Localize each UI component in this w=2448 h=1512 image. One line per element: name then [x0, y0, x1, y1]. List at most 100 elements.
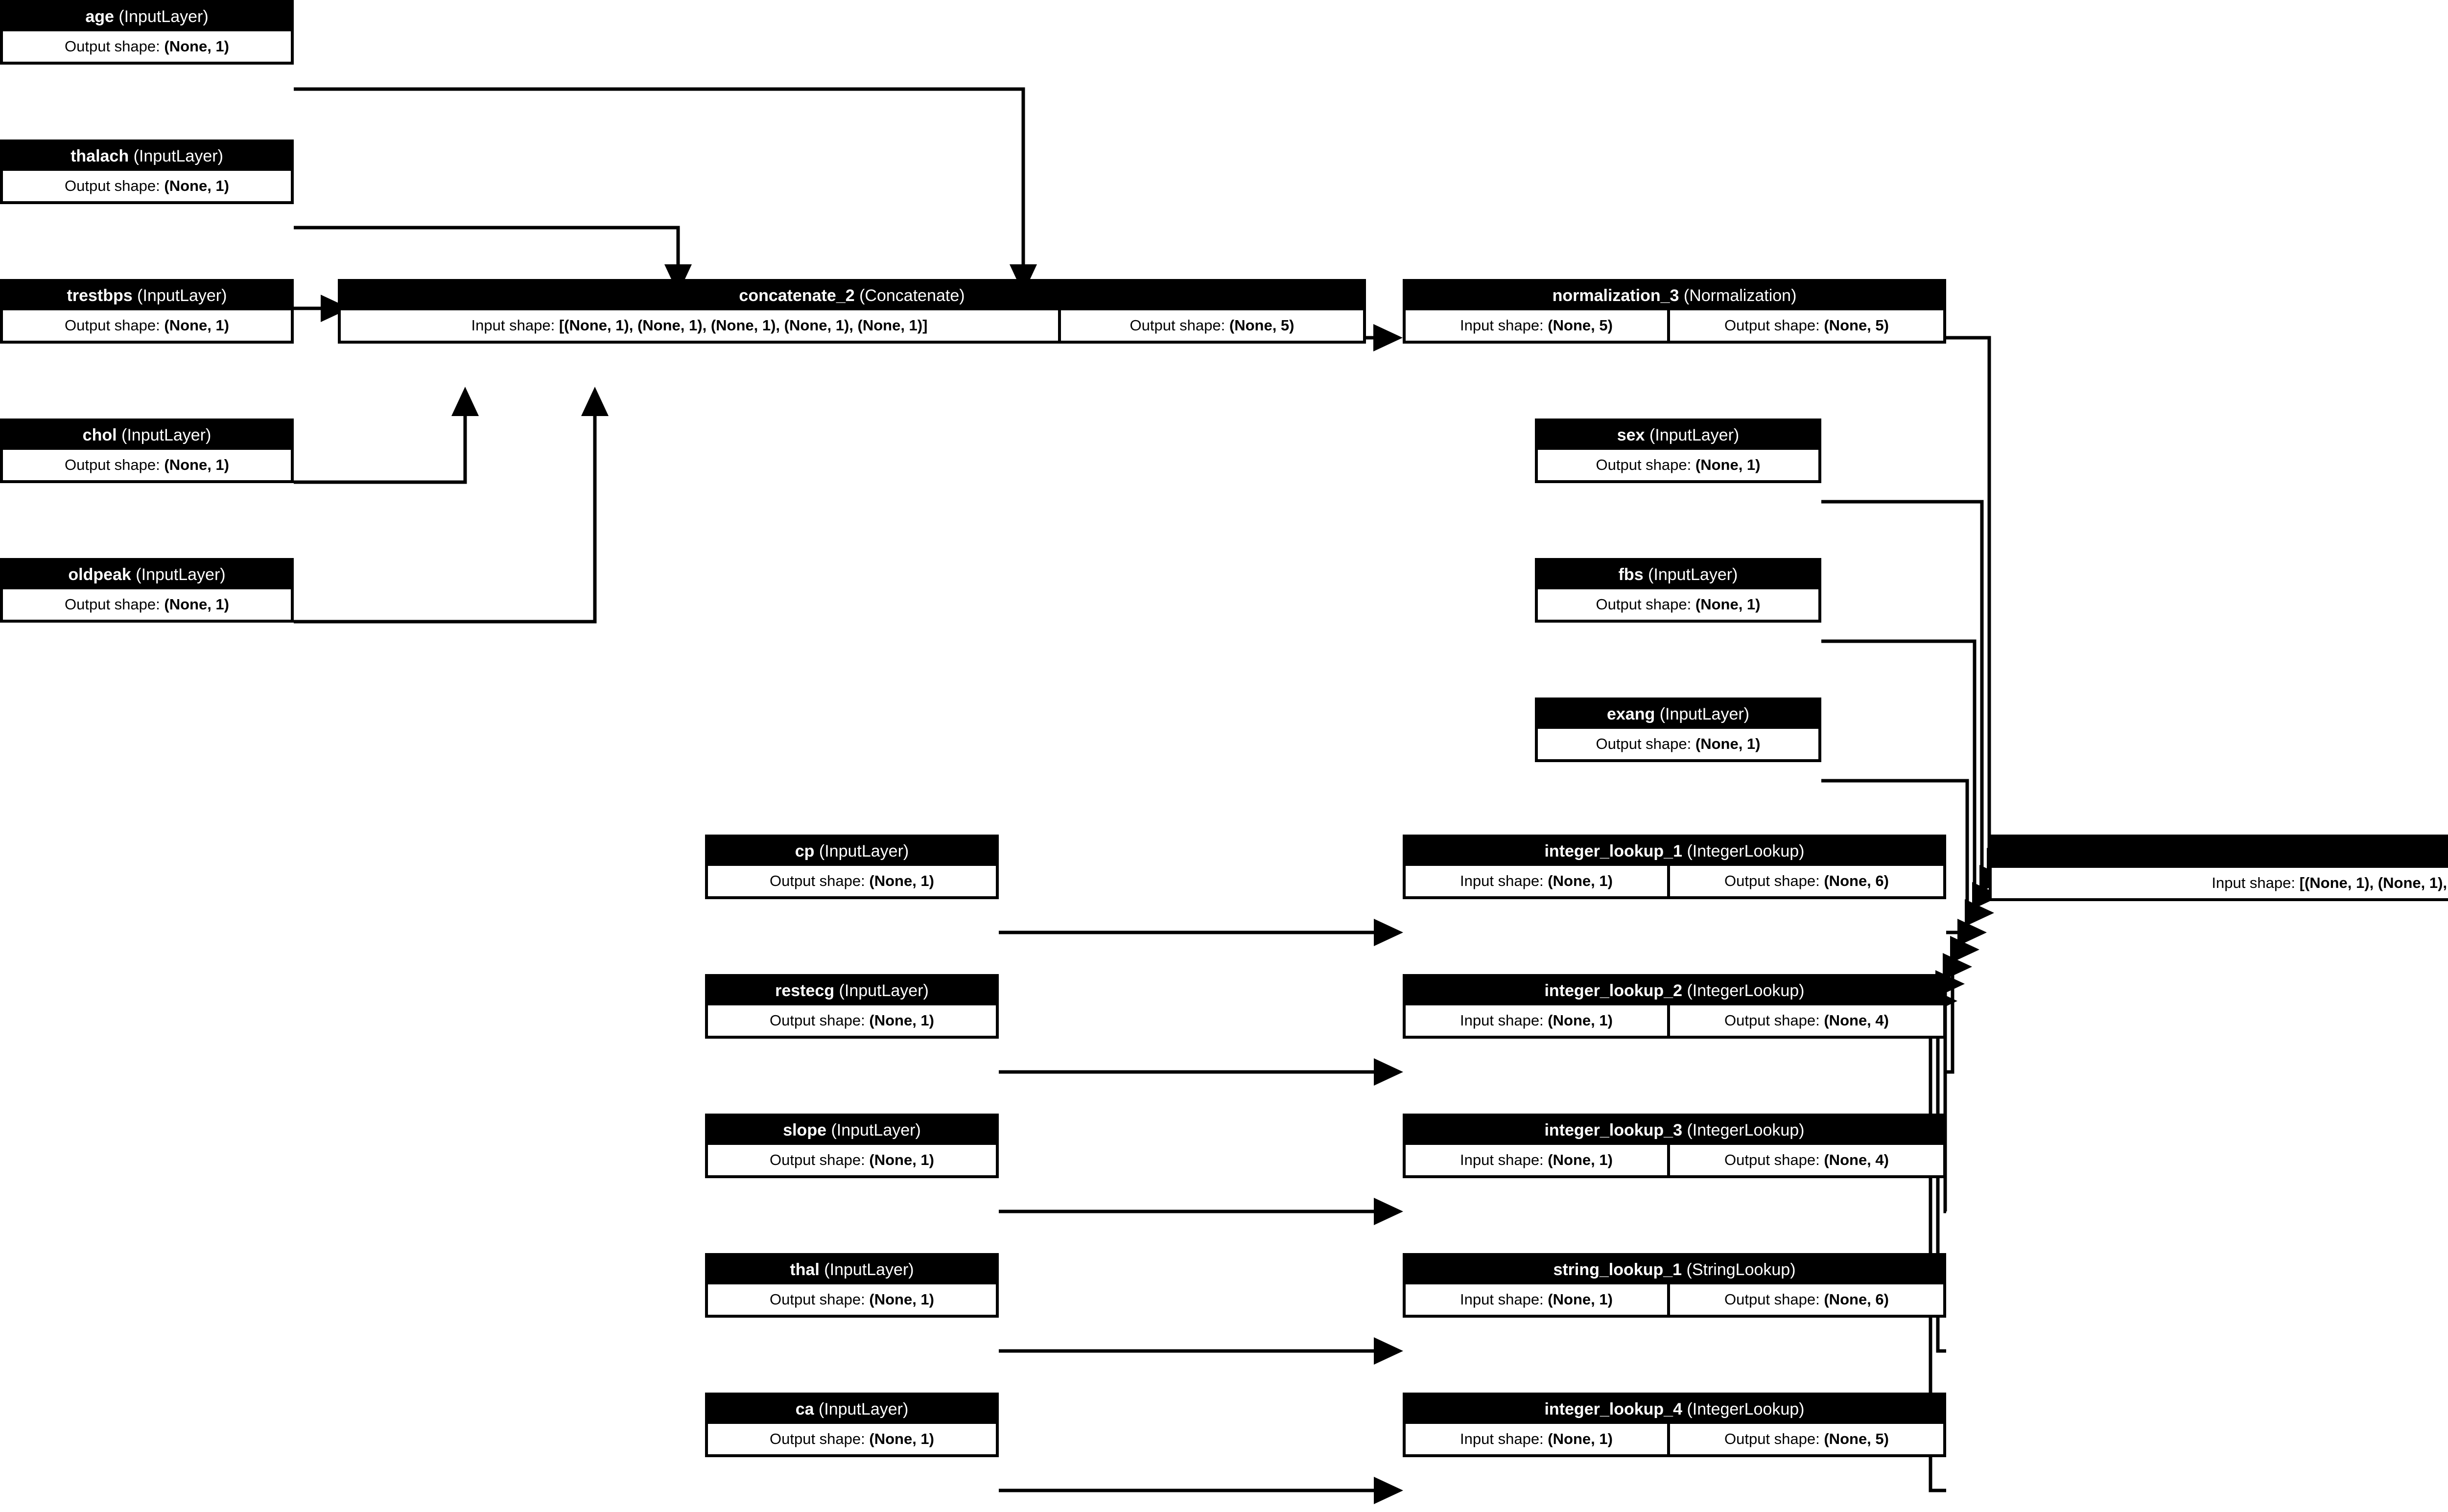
node-integer_lookup_3-type: (IntegerLookup) — [1687, 1121, 1805, 1140]
output-shape-label: Output shape: — [770, 872, 865, 889]
node-integer_lookup_4-body: Input shape: (None, 1) Output shape: (No… — [1406, 1424, 1944, 1454]
node-cp-title: cp (InputLayer) — [708, 837, 996, 866]
node-integer_lookup_4-output-value: (None, 5) — [1824, 1430, 1889, 1447]
node-normalization_3-input-cell: Input shape: (None, 5) — [1406, 310, 1667, 341]
node-sex-name: sex — [1617, 426, 1645, 445]
node-age[interactable]: age (InputLayer) Output shape: (None, 1) — [0, 0, 294, 65]
node-oldpeak-type: (InputLayer) — [136, 565, 226, 584]
node-exang[interactable]: exang (InputLayer) Output shape: (None, … — [1535, 698, 1821, 762]
output-shape-label: Output shape: — [65, 596, 160, 613]
edge-thal-to-string_lookup_1 — [999, 1337, 1403, 1365]
node-slope-type: (InputLayer) — [831, 1121, 921, 1140]
node-ca-output-value: (None, 1) — [869, 1430, 934, 1447]
node-trestbps-type: (InputLayer) — [137, 286, 227, 305]
node-exang-title: exang (InputLayer) — [1538, 700, 1818, 729]
node-thal-title: thal (InputLayer) — [708, 1256, 996, 1284]
node-integer_lookup_1[interactable]: integer_lookup_1 (IntegerLookup) Input s… — [1403, 835, 1946, 899]
node-string_lookup_1-title: string_lookup_1 (StringLookup) — [1406, 1256, 1943, 1284]
node-slope-output-cell: Output shape: (None, 1) — [708, 1145, 996, 1175]
node-concatenate_2-output-value: (None, 5) — [1229, 317, 1295, 334]
node-concatenate_3[interactable]: concatenate_3 (Concatenate) Input shape:… — [1989, 835, 2448, 901]
node-integer_lookup_2[interactable]: integer_lookup_2 (IntegerLookup) Input s… — [1403, 974, 1946, 1039]
node-integer_lookup_2-output-value: (None, 4) — [1824, 1012, 1889, 1029]
edge-ca-to-integer_lookup_4 — [999, 1477, 1403, 1504]
node-trestbps-name: trestbps — [67, 286, 133, 305]
node-exang-name: exang — [1606, 705, 1655, 724]
output-shape-label: Output shape: — [1596, 596, 1692, 613]
node-trestbps[interactable]: trestbps (InputLayer) Output shape: (Non… — [0, 279, 294, 344]
node-oldpeak[interactable]: oldpeak (InputLayer) Output shape: (None… — [0, 558, 294, 623]
output-shape-label: Output shape: — [770, 1151, 865, 1168]
node-integer_lookup_3-title: integer_lookup_3 (IntegerLookup) — [1406, 1117, 1943, 1145]
node-slope[interactable]: slope (InputLayer) Output shape: (None, … — [705, 1114, 999, 1178]
node-string_lookup_1-output-value: (None, 6) — [1824, 1291, 1889, 1308]
node-concatenate_2-input-value: [(None, 1), (None, 1), (None, 1), (None,… — [559, 317, 928, 334]
node-thal[interactable]: thal (InputLayer) Output shape: (None, 1… — [705, 1253, 999, 1318]
node-normalization_3-body: Input shape: (None, 5) Output shape: (No… — [1406, 310, 1944, 341]
node-concatenate_3-body: Input shape: [(None, 1), (None, 1), (Non… — [1992, 868, 2448, 898]
node-integer_lookup_2-input-cell: Input shape: (None, 1) — [1406, 1005, 1667, 1036]
node-restecg-output-cell: Output shape: (None, 1) — [708, 1005, 996, 1036]
node-restecg-name: restecg — [775, 981, 835, 1000]
node-restecg-type: (InputLayer) — [839, 981, 929, 1000]
node-ca-body: Output shape: (None, 1) — [708, 1424, 996, 1454]
node-integer_lookup_4-title: integer_lookup_4 (IntegerLookup) — [1406, 1396, 1943, 1424]
node-concatenate_2[interactable]: concatenate_2 (Concatenate) Input shape:… — [338, 279, 1366, 344]
node-string_lookup_1-input-cell: Input shape: (None, 1) — [1406, 1284, 1667, 1315]
node-slope-name: slope — [783, 1121, 827, 1140]
output-shape-label: Output shape: — [1724, 872, 1820, 889]
node-integer_lookup_1-input-value: (None, 1) — [1548, 872, 1613, 889]
edge-sex-to-concatenate_3 — [1821, 500, 2009, 892]
input-shape-label: Input shape: — [1460, 1012, 1544, 1029]
node-integer_lookup_3[interactable]: integer_lookup_3 (IntegerLookup) Input s… — [1403, 1114, 1946, 1178]
node-chol-name: chol — [82, 426, 117, 445]
node-exang-type: (InputLayer) — [1659, 705, 1750, 724]
node-integer_lookup_4-input-cell: Input shape: (None, 1) — [1406, 1424, 1667, 1454]
node-integer_lookup_4[interactable]: integer_lookup_4 (IntegerLookup) Input s… — [1403, 1393, 1946, 1457]
node-string_lookup_1[interactable]: string_lookup_1 (StringLookup) Input sha… — [1403, 1253, 1946, 1318]
node-integer_lookup_4-input-value: (None, 1) — [1548, 1430, 1613, 1447]
edge-slope-to-integer_lookup_3 — [999, 1198, 1403, 1225]
node-thalach[interactable]: thalach (InputLayer) Output shape: (None… — [0, 140, 294, 204]
node-integer_lookup_2-title: integer_lookup_2 (IntegerLookup) — [1406, 977, 1943, 1005]
node-slope-body: Output shape: (None, 1) — [708, 1145, 996, 1175]
node-integer_lookup_2-type: (IntegerLookup) — [1687, 981, 1805, 1000]
node-normalization_3-output-value: (None, 5) — [1824, 317, 1889, 334]
node-sex[interactable]: sex (InputLayer) Output shape: (None, 1) — [1535, 419, 1821, 483]
node-restecg-body: Output shape: (None, 1) — [708, 1005, 996, 1036]
node-integer_lookup_1-output-value: (None, 6) — [1824, 872, 1889, 889]
node-restecg-output-value: (None, 1) — [869, 1012, 934, 1029]
node-concatenate_3-title: concatenate_3 (Concatenate) — [1992, 837, 2448, 868]
node-integer_lookup_3-name: integer_lookup_3 — [1544, 1121, 1682, 1140]
output-shape-label: Output shape: — [770, 1012, 865, 1029]
edge-age-to-concatenate_2 — [294, 87, 1037, 294]
edge-integer_lookup_3-to-concatenate_3 — [1943, 953, 1972, 1213]
node-thalach-output-value: (None, 1) — [164, 177, 229, 194]
node-integer_lookup_4-type: (IntegerLookup) — [1687, 1400, 1805, 1419]
node-ca-name: ca — [795, 1400, 814, 1419]
node-normalization_3[interactable]: normalization_3 (Normalization) Input sh… — [1403, 279, 1946, 344]
node-string_lookup_1-input-value: (None, 1) — [1548, 1291, 1613, 1308]
node-sex-type: (InputLayer) — [1649, 426, 1740, 445]
node-thalach-output-cell: Output shape: (None, 1) — [3, 171, 291, 201]
node-string_lookup_1-name: string_lookup_1 — [1553, 1260, 1682, 1279]
node-string_lookup_1-body: Input shape: (None, 1) Output shape: (No… — [1406, 1284, 1944, 1315]
node-fbs[interactable]: fbs (InputLayer) Output shape: (None, 1) — [1535, 558, 1821, 623]
node-integer_lookup_1-name: integer_lookup_1 — [1544, 842, 1682, 861]
node-restecg[interactable]: restecg (InputLayer) Output shape: (None… — [705, 974, 999, 1039]
node-ca[interactable]: ca (InputLayer) Output shape: (None, 1) — [705, 1393, 999, 1457]
node-normalization_3-title: normalization_3 (Normalization) — [1406, 282, 1943, 310]
node-normalization_3-output-cell: Output shape: (None, 5) — [1667, 310, 1944, 341]
node-cp[interactable]: cp (InputLayer) Output shape: (None, 1) — [705, 835, 999, 899]
input-shape-label: Input shape: — [471, 317, 555, 334]
node-ca-title: ca (InputLayer) — [708, 1396, 996, 1424]
edge-integer_lookup_1-to-concatenate_3 — [1946, 919, 1987, 946]
node-fbs-output-value: (None, 1) — [1695, 596, 1761, 613]
output-shape-label: Output shape: — [770, 1291, 865, 1308]
node-thal-name: thal — [790, 1260, 820, 1279]
node-integer_lookup_1-type: (IntegerLookup) — [1687, 842, 1805, 861]
node-sex-output-value: (None, 1) — [1695, 456, 1761, 473]
node-chol[interactable]: chol (InputLayer) Output shape: (None, 1… — [0, 419, 294, 483]
